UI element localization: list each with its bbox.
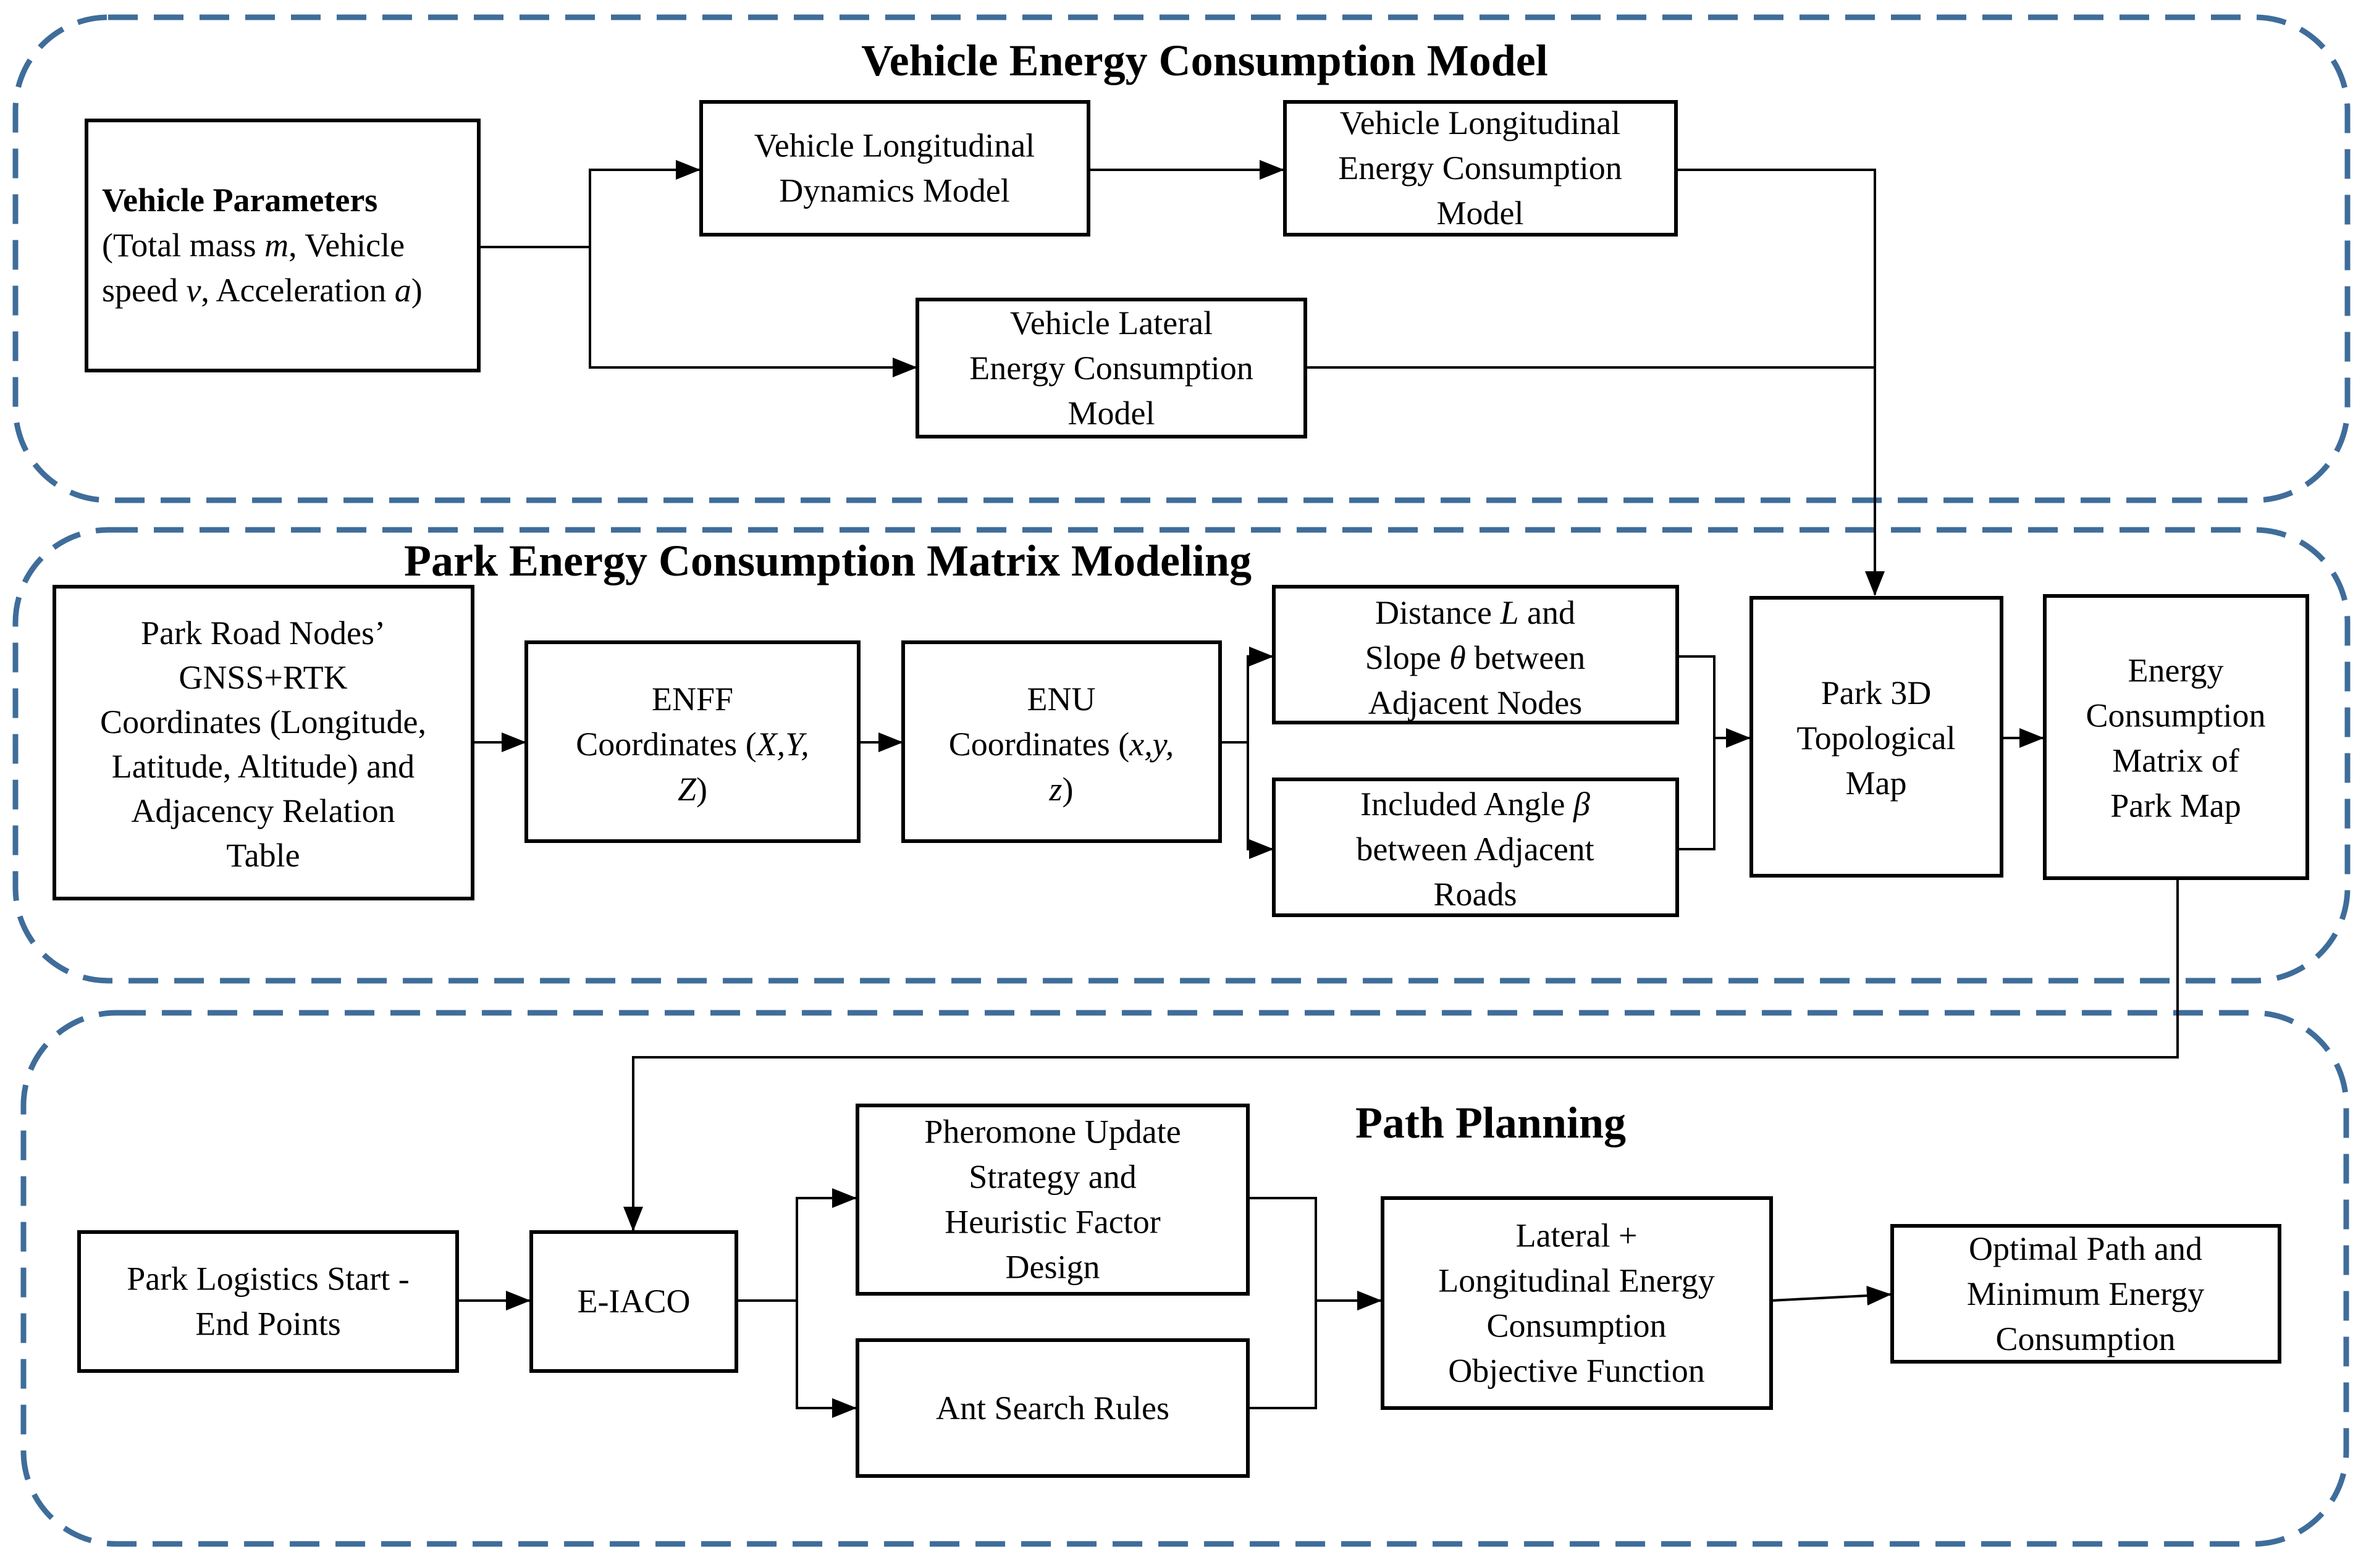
path-planning-section-frame [20, 1010, 2349, 1547]
node-e-iaco: E-IACO [529, 1230, 738, 1373]
arrow-parameters-to-dynamics [479, 160, 701, 248]
vehicle-parameters-line-3: speed v, Acceleration a) [102, 272, 423, 309]
distance-slope-line-2: Slope θ between [1365, 639, 1585, 676]
included-angle-line-2: between Adjacent [1356, 831, 1594, 868]
node-ant-search-rules: Ant Search Rules [856, 1338, 1250, 1478]
matrix-modeling-section-frame [12, 527, 2351, 984]
arrow-objective-to-optimal-path [1770, 1285, 1892, 1306]
included-angle-line-3: Roads [1434, 876, 1517, 913]
node-vehicle-parameters: Vehicle Parameters (Total mass m, Vehicl… [85, 119, 481, 372]
enff-line-3: Z) [678, 771, 707, 808]
ant-search-text: Ant Search Rules [936, 1390, 1169, 1427]
node-start-end-points: Park Logistics Start -End Points [77, 1230, 459, 1373]
enu-line-3: z) [1049, 771, 1074, 808]
arrow-eiaco-to-pheromone [736, 1188, 857, 1302]
energy-model-section-frame [12, 14, 2351, 503]
node-enff-coordinates: ENFF Coordinates (X,Y, Z) [524, 640, 861, 843]
enff-line-2: Coordinates (X,Y, [576, 726, 809, 763]
arrow-parameters-to-lateral [589, 247, 917, 377]
arrow-eiaco-to-ant-search [796, 1301, 857, 1418]
line-pheromone-ant-merge [1248, 1197, 1317, 1409]
arrow-enu-to-included-angle [1247, 742, 1274, 859]
enu-line-1: ENU [1027, 681, 1096, 718]
node-distance-slope: Distance L and Slope θ between Adjacent … [1272, 585, 1679, 724]
node-included-angle: Included Angle β between Adjacent Roads [1272, 778, 1679, 917]
vehicle-parameters-line-2: (Total mass m, Vehicle [102, 227, 405, 264]
start-end-text: Park Logistics Start -End Points [127, 1260, 409, 1343]
enu-line-2: Coordinates (x,y, [949, 726, 1174, 763]
matrix-modeling-section-title: Park Energy Consumption Matrix Modeling [404, 536, 1252, 585]
energy-model-section-title: Vehicle Energy Consumption Model [861, 36, 1547, 85]
distance-slope-line-1: Distance L and [1375, 594, 1575, 631]
included-angle-line-1: Included Angle β [1360, 786, 1590, 823]
distance-slope-line-3: Adjacent Nodes [1368, 684, 1582, 721]
arrow-energy-matrix-to-eiaco [623, 878, 2179, 1231]
line-distance-slope-out [1677, 655, 1716, 850]
connectors [457, 160, 2179, 1418]
enff-line-1: ENFF [652, 681, 733, 718]
node-enu-coordinates: ENU Coordinates (x,y, z) [901, 640, 1222, 843]
vehicle-parameters-heading: Vehicle Parameters [102, 182, 377, 219]
e-iaco-text: E-IACO [578, 1283, 691, 1320]
path-planning-section-title: Path Planning [1355, 1098, 1626, 1147]
arrow-longitudinal-energy-to-3d-map [1676, 169, 1885, 596]
arrow-enu-to-distance-slope [1220, 647, 1274, 744]
